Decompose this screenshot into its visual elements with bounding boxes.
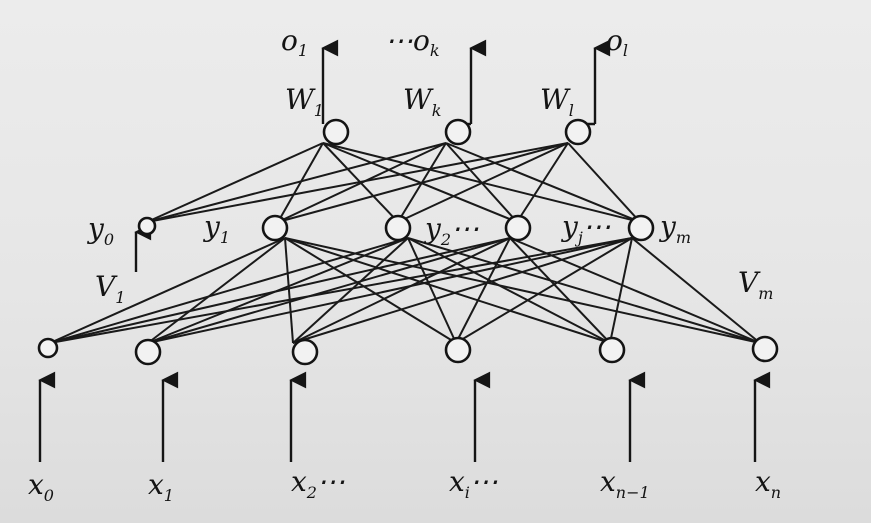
hidden-output-connections [146, 142, 641, 223]
hidden-node-yj [504, 214, 532, 242]
edge-xi-yj [455, 237, 511, 344]
edge-y1-o1 [277, 142, 324, 223]
edge-x0-y1 [49, 237, 286, 344]
edge-ym-o1 [322, 142, 641, 223]
output-label-ok: ⋯ok [385, 24, 440, 60]
edge-xi-y2 [407, 237, 457, 344]
edge-y0-ol [146, 142, 569, 223]
output-label-o1: o1 [281, 24, 308, 60]
input-arrows [38, 371, 771, 462]
weight-label-vm: Vm [738, 266, 773, 303]
hidden-weight-labels: V1 Vm [95, 266, 773, 307]
weight-label-wk: Wk [403, 83, 441, 120]
input-label-x0: x0 [28, 468, 54, 505]
edge-xn-y1 [284, 237, 761, 344]
output-node-o1 [322, 118, 350, 146]
edge-xn1-y2 [407, 237, 611, 344]
edge-x2-y1 [284, 237, 294, 344]
edge-yj-o1 [322, 142, 518, 223]
edge-xn-ym [631, 237, 761, 344]
hidden-label-yj: yj⋯ [560, 210, 611, 247]
input-label-xn: xn [755, 465, 781, 502]
edge-ym-ok [445, 142, 641, 223]
input-node-x1 [134, 338, 162, 366]
weight-label-w1: W1 [285, 83, 324, 120]
edge-x0-y2 [49, 237, 409, 344]
hidden-label-y0: y0 [86, 212, 114, 249]
input-hidden-connections [49, 237, 761, 344]
edge-x2-ym [292, 237, 633, 344]
edge-x0-ym [49, 237, 633, 344]
hidden-node-ym [627, 214, 655, 242]
hidden-label-ym: ym [658, 210, 691, 247]
edge-y2-o1 [322, 142, 399, 223]
input-label-xi: xi⋯ [449, 465, 498, 502]
edge-xn-y2 [407, 237, 761, 344]
input-label-x1: x1 [148, 468, 174, 505]
hidden-node-y2 [384, 214, 412, 242]
edge-xn1-ym [609, 237, 633, 344]
edge-xn-yj [509, 237, 761, 344]
edge-xi-ym [455, 237, 633, 344]
output-node-ok [444, 118, 472, 146]
edge-x1-yj [147, 237, 511, 344]
edge-xn1-yj [509, 237, 611, 344]
output-nodes [322, 118, 592, 146]
edge-y0-ok [146, 142, 447, 223]
weight-label-wl: Wl [540, 83, 574, 120]
hidden-label-y2: y2⋯ [423, 212, 479, 249]
edge-ym-ol [567, 142, 641, 223]
input-node-xn1 [598, 336, 626, 364]
edge-y1-ok [277, 142, 447, 223]
edge-x2-yj [292, 237, 511, 344]
input-node-xi [444, 336, 472, 364]
input-labels: x0 x1 x2⋯ xi⋯ xn−1 xn [28, 465, 781, 505]
edge-xn1-y1 [284, 237, 611, 344]
hidden-label-y1: y1 [202, 210, 230, 247]
hidden-nodes [137, 214, 655, 242]
edge-x1-y1 [147, 237, 286, 344]
output-label-ol: ol [606, 24, 628, 60]
hidden-labels: y0 y1 y2⋯ yj⋯ ym [86, 210, 691, 249]
input-label-xn1: xn−1 [600, 465, 650, 502]
input-nodes [37, 335, 779, 366]
hidden-node-y0 [137, 216, 157, 236]
input-node-x2 [291, 338, 319, 366]
edge-xi-y1 [284, 237, 457, 344]
weight-label-v1: V1 [95, 270, 125, 307]
input-node-xn [751, 335, 779, 363]
edge-x2-y2 [292, 237, 409, 344]
hidden-node-y1 [261, 214, 289, 242]
input-label-x2: x2⋯ [291, 465, 345, 502]
output-labels: o1 ⋯ok ol [281, 24, 628, 60]
input-node-x0 [37, 337, 59, 359]
edge-y0-o1 [146, 142, 324, 223]
output-weight-labels: W1 Wk Wl [285, 83, 574, 120]
output-node-ol [564, 118, 592, 146]
